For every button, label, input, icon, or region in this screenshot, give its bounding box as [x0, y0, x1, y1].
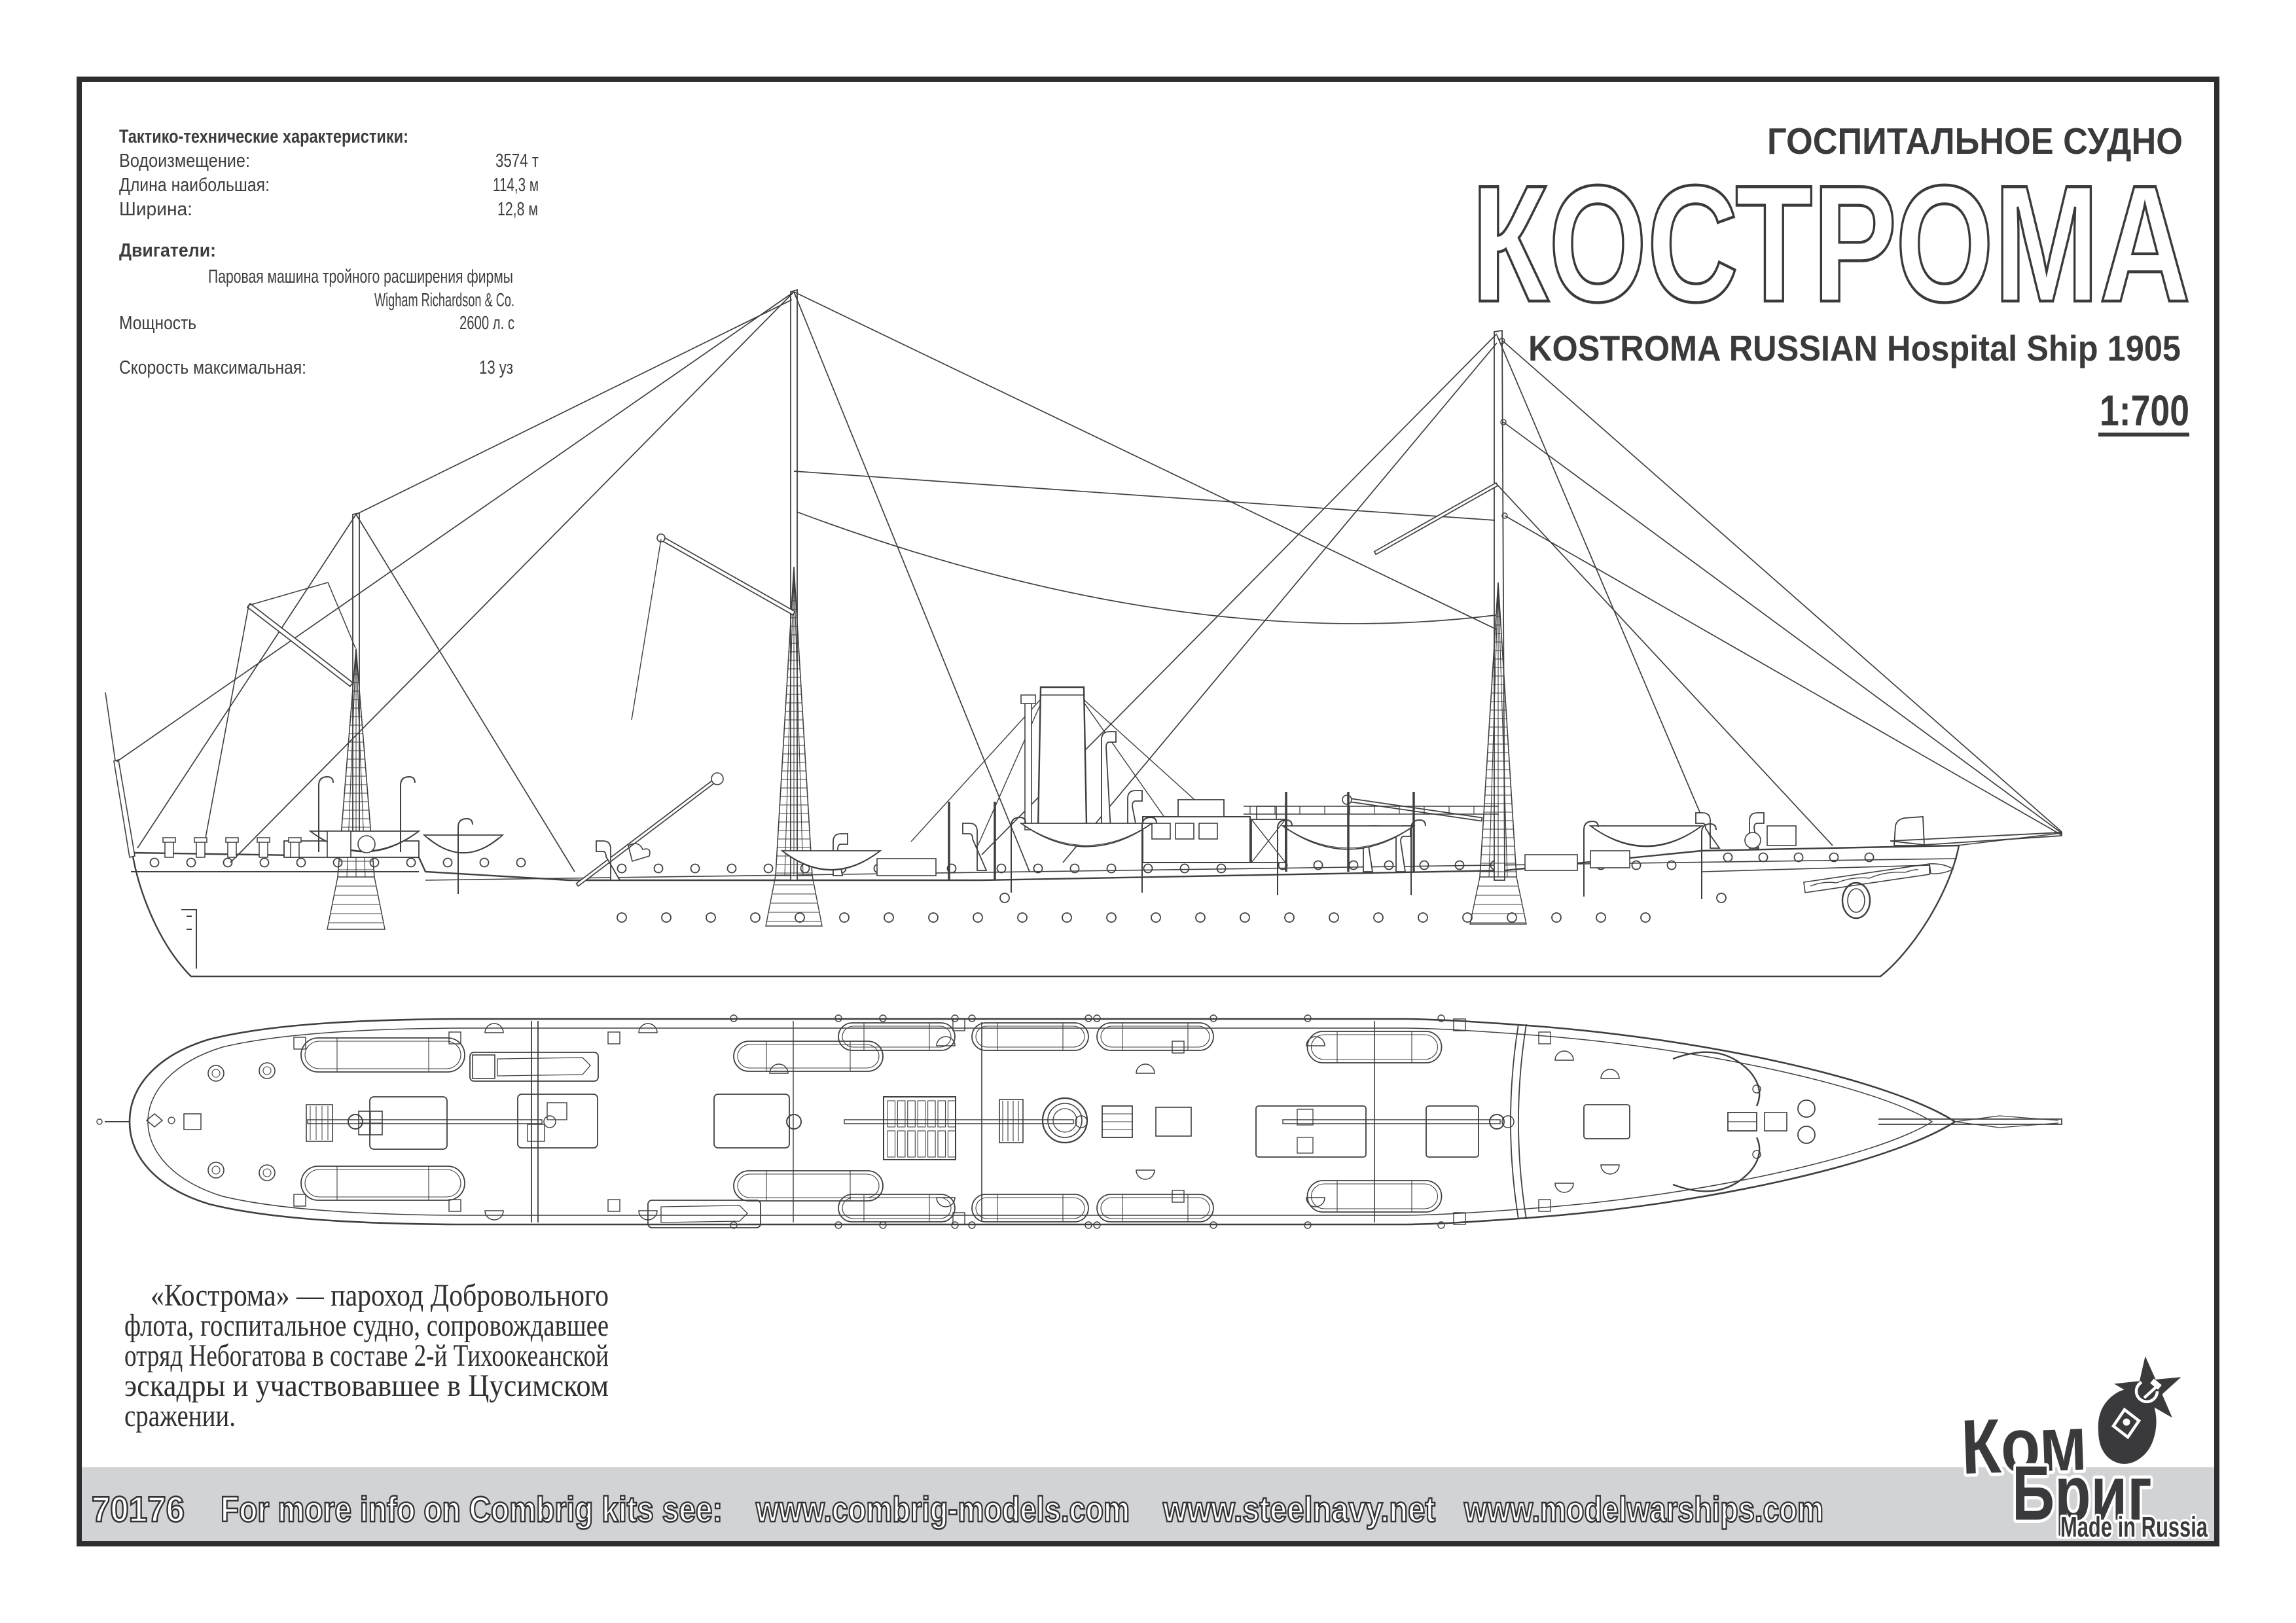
svg-text:Ширина:: Ширина: — [119, 199, 192, 220]
svg-text:флота, госпитальное судно, соп: флота, госпитальное судно, сопровождавше… — [124, 1308, 609, 1343]
svg-text:www.steelnavy.net: www.steelnavy.net — [1162, 1489, 1435, 1529]
svg-text:3574 т: 3574 т — [495, 151, 539, 171]
svg-text:отряд Небогатова в составе 2-й: отряд Небогатова в составе 2-й Тихоокеан… — [124, 1338, 609, 1373]
svg-text:эскадры и участвовавшее в Цуси: эскадры и участвовавшее в Цусимском — [124, 1368, 609, 1403]
svg-text:12,8 м: 12,8 м — [497, 199, 538, 220]
svg-text:For more info on Combrig kits: For more info on Combrig kits see: — [221, 1489, 723, 1529]
svg-text:Made in Russia: Made in Russia — [2060, 1511, 2208, 1543]
svg-text:Wigham Richardson & Co.: Wigham Richardson & Co. — [374, 290, 514, 311]
svg-text:2600 л. с: 2600 л. с — [459, 313, 514, 334]
svg-text:Водоизмещение:: Водоизмещение: — [119, 151, 250, 171]
svg-text:www.modelwarships.com: www.modelwarships.com — [1463, 1489, 1823, 1529]
svg-text:Двигатели:: Двигатели: — [119, 240, 216, 261]
svg-text:www.combrig-models.com: www.combrig-models.com — [755, 1489, 1130, 1529]
svg-text:Скорость максимальная:: Скорость максимальная: — [119, 357, 306, 378]
svg-text:КОСТРОМА: КОСТРОМА — [1471, 151, 2191, 336]
svg-text:KOSTROMA RUSSIAN Hospital Ship: KOSTROMA RUSSIAN Hospital Ship 1905 — [1528, 328, 2181, 368]
svg-text:1:700: 1:700 — [2100, 386, 2189, 435]
svg-text:Ком: Ком — [1960, 1400, 2088, 1491]
svg-text:13 уз: 13 уз — [479, 357, 513, 378]
svg-text:Мощность: Мощность — [119, 313, 196, 334]
svg-text:«Кострома» — пароход Доброволь: «Кострома» — пароход Добровольного — [151, 1278, 609, 1313]
svg-text:Паровая машина тройного расшир: Паровая машина тройного расширения фирмы — [208, 266, 513, 287]
svg-text:ГОСПИТАЛЬНОЕ СУДНО: ГОСПИТАЛЬНОЕ СУДНО — [1767, 120, 2183, 162]
svg-text:Длина наибольшая:: Длина наибольшая: — [119, 175, 270, 196]
svg-text:сражении.: сражении. — [124, 1399, 236, 1433]
svg-text:Тактико-технические характерис: Тактико-технические характеристики: — [119, 126, 408, 147]
svg-text:114,3 м: 114,3 м — [493, 175, 539, 196]
svg-text:Бриг: Бриг — [2012, 1450, 2152, 1537]
svg-text:70176: 70176 — [92, 1489, 185, 1529]
